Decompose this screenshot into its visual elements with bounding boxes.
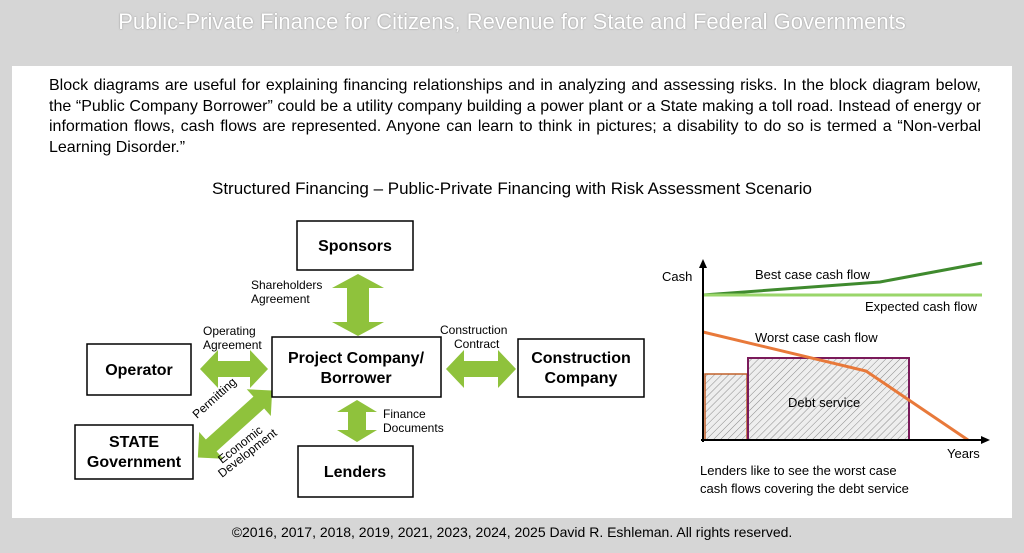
worst-case-line [702, 330, 969, 442]
construction-company-box [517, 338, 645, 398]
operating-label-line1: Operating [203, 324, 256, 338]
state-government-box [74, 424, 194, 480]
sponsors-label: Sponsors [318, 238, 392, 255]
best-case-label: Best case cash flow [755, 267, 870, 282]
y-axis-arrowhead [699, 259, 707, 268]
x-axis-label: Years [947, 446, 980, 461]
project-company-box [271, 336, 442, 398]
shareholders-label-line1: Shareholders [251, 278, 322, 292]
project-label-line2: Borrower [320, 370, 391, 387]
construction-contract-label-line2: Contract [454, 337, 500, 351]
debt-service-label: Debt service [788, 395, 860, 410]
shareholders-label-line2: Agreement [251, 292, 310, 306]
copyright-footer: ©2016, 2017, 2018, 2019, 2021, 2023, 202… [231, 524, 793, 540]
operator-label: Operator [105, 362, 173, 379]
agreement-arrows [197, 274, 516, 459]
best-case-line [702, 261, 983, 297]
shareholders-arrow [332, 274, 384, 336]
lenders-label: Lenders [324, 464, 386, 481]
construction-contract-label-line1: Construction [440, 323, 507, 337]
early-debt-service-block [704, 373, 748, 441]
graph-caption-line1: Lenders like to see the worst case [700, 463, 897, 478]
x-axis-arrowhead [981, 436, 990, 444]
y-axis-label: Cash [662, 269, 692, 284]
worst-case-label: Worst case cash flow [755, 330, 878, 345]
operator-box [86, 343, 192, 396]
finance-label-line1: Finance [383, 407, 426, 421]
state-arrow [197, 389, 273, 459]
operating-arrow [200, 350, 268, 388]
finance-arrow [337, 400, 377, 442]
finance-label-line2: Documents [383, 421, 444, 435]
diagram-title: Structured Financing – Public-Private Fi… [212, 179, 812, 198]
project-label-line1: Project Company/ [288, 350, 425, 367]
state-label-line1: STATE [109, 434, 159, 451]
expected-label: Expected cash flow [865, 299, 978, 314]
construction-contract-arrow [446, 350, 516, 388]
graph-caption-line2: cash flows covering the debt service [700, 481, 909, 496]
construction-label-line2: Company [545, 370, 618, 387]
operating-label-line2: Agreement [203, 338, 262, 352]
state-label-line2: Government [87, 454, 182, 471]
page-title: Public-Private Finance for Citizens, Rev… [118, 9, 906, 34]
construction-label-line1: Construction [531, 350, 631, 367]
lenders-box [297, 445, 414, 498]
sponsors-box [296, 220, 414, 271]
intro-paragraph: Block diagrams are useful for explaining… [49, 77, 981, 156]
cash-flow-graph: Cash Years Best case cash flow Expected … [662, 259, 990, 496]
